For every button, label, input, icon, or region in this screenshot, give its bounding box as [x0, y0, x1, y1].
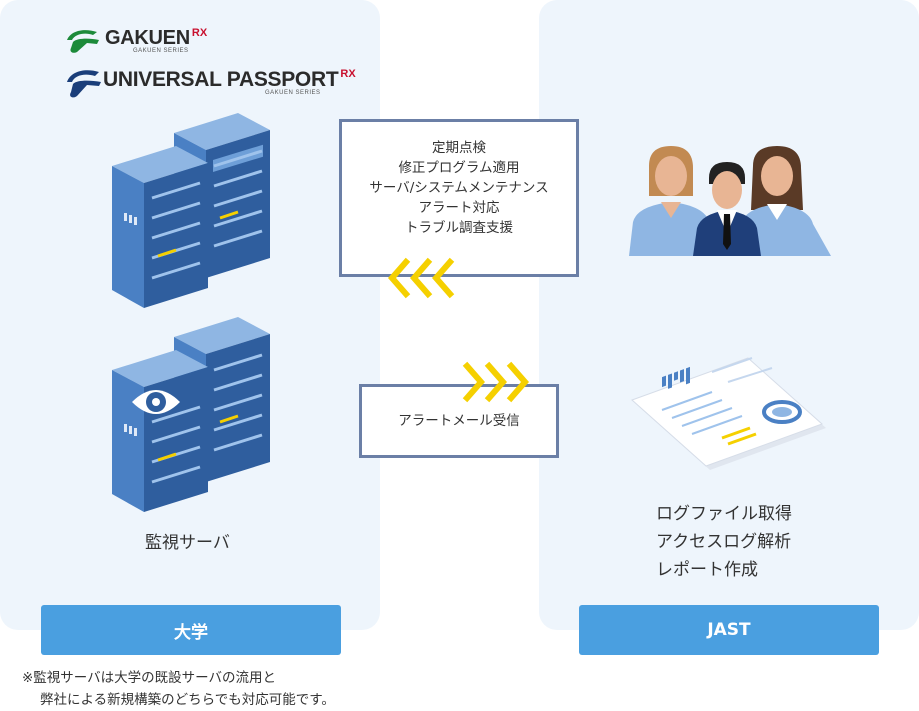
- alert-mail-label: アラートメール受信: [398, 413, 520, 429]
- report-document-icon: [631, 357, 826, 470]
- jast-label: JAST: [579, 605, 879, 655]
- university-label: 大学: [41, 605, 341, 655]
- chevron-left-arrow-icon: [388, 257, 455, 299]
- footnote-line: ※監視サーバは大学の既設サーバの流用と: [22, 670, 277, 686]
- jast-task-item: レポート作成: [656, 560, 758, 580]
- gakuen-swoosh-icon: [67, 30, 99, 53]
- gakuen-logo-sub: GAKUEN SERIES: [133, 48, 189, 54]
- jast-task-item: ログファイル取得: [656, 504, 792, 524]
- alert-mail-box: アラートメール受信: [359, 384, 559, 458]
- universal-passport-logo-text: UNIVERSAL PASSPORT: [103, 68, 339, 91]
- chevron-right-arrow-icon: [462, 361, 529, 403]
- task-item: 定期点検: [432, 140, 486, 156]
- gakuen-logo-text: GAKUEN: [105, 27, 190, 49]
- server-rack-icon: [112, 113, 270, 308]
- jast-panel: [539, 0, 919, 630]
- eye-icon: [132, 390, 180, 414]
- universal-passport-logo-sub: GAKUEN SERIES: [265, 90, 321, 96]
- task-item: サーバ/システムメンテナンス: [369, 180, 549, 196]
- monitoring-server-rack-icon: [112, 317, 270, 512]
- server-caption: 監視サーバ: [145, 533, 230, 553]
- gakuen-logo-rx: RX: [191, 27, 208, 39]
- task-item: トラブル調査支援: [405, 220, 513, 236]
- people-icon: [629, 146, 831, 256]
- footnote: ※監視サーバは大学の既設サーバの流用と 弊社による新規構築のどちらでも対応可能で…: [22, 667, 335, 711]
- universal-passport-logo-rx: RX: [340, 68, 356, 80]
- maintenance-tasks-box: 定期点検 修正プログラム適用 サーバ/システムメンテナンス アラート対応 トラブ…: [339, 119, 579, 277]
- jast-task-list: ログファイル取得 アクセスログ解析 レポート作成: [656, 500, 792, 584]
- task-item: アラート対応: [418, 200, 500, 216]
- universal-passport-swoosh-icon: [67, 70, 101, 98]
- task-item: 修正プログラム適用: [398, 160, 520, 176]
- jast-task-item: アクセスログ解析: [656, 532, 792, 552]
- university-panel: [0, 0, 380, 630]
- footnote-line: 弊社による新規構築のどちらでも対応可能です。: [40, 692, 335, 708]
